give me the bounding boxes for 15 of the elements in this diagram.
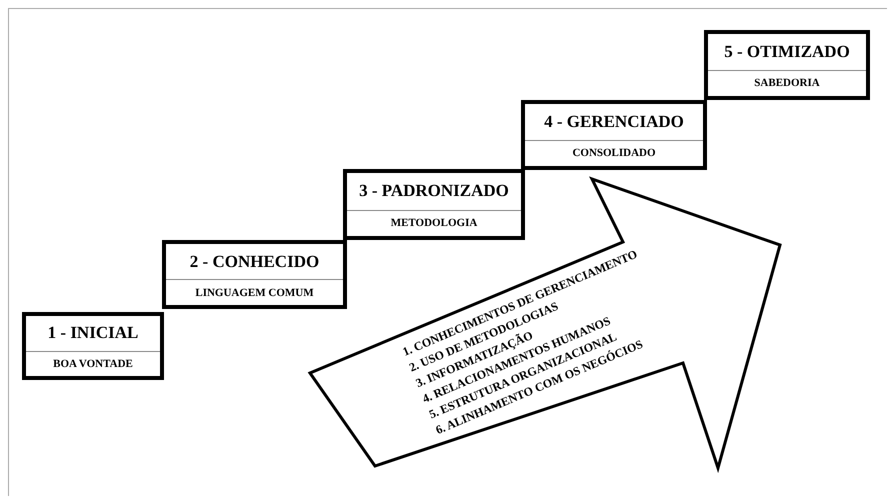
step-title: 2 - CONHECIDO xyxy=(190,252,320,272)
step-subtitle: SABEDORIA xyxy=(754,77,820,90)
step-subtitle: LINGUAGEM COMUM xyxy=(195,286,314,299)
step-subtitle: METODOLOGIA xyxy=(390,217,478,230)
step-box xyxy=(162,240,347,309)
step-box xyxy=(343,169,525,240)
step-title: 5 - OTIMIZADO xyxy=(724,42,850,62)
step-box xyxy=(704,30,870,100)
step-subtitle: BOA VONTADE xyxy=(53,358,133,370)
step-subtitle: CONSOLIDADO xyxy=(572,147,656,160)
step-box xyxy=(22,312,164,380)
step-title: 1 - INICIAL xyxy=(48,323,138,344)
step-title: 4 - GERENCIADO xyxy=(544,112,684,132)
step-title: 3 - PADRONIZADO xyxy=(359,181,509,202)
step-box xyxy=(521,100,707,170)
